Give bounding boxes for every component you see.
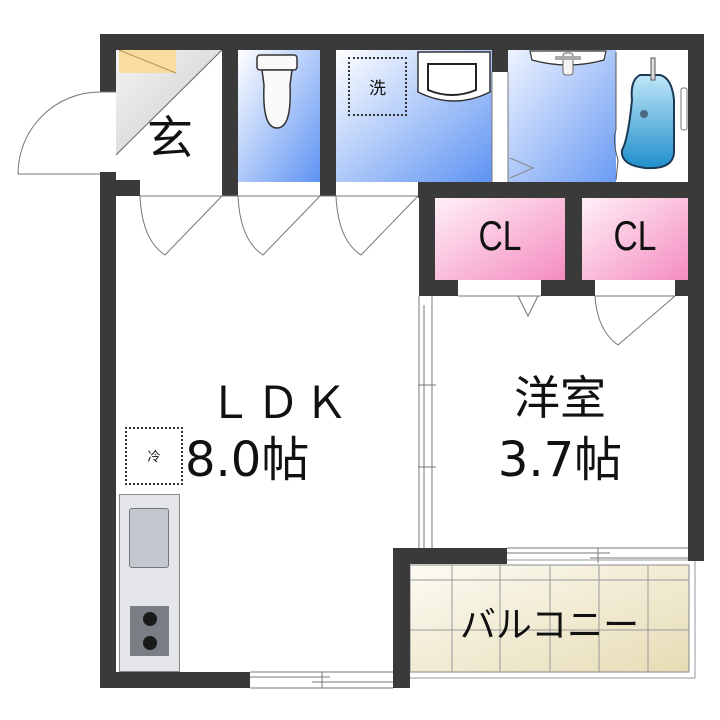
closet-2-label: CL xyxy=(613,212,657,259)
wall-balcony-top xyxy=(393,548,507,564)
genkan-label: 玄 xyxy=(147,111,193,165)
ldk-size: 8.0帖 xyxy=(185,432,310,488)
wall-left-upper xyxy=(100,34,116,92)
wall-closet-bottom-right xyxy=(675,280,688,296)
wall-top xyxy=(100,34,704,50)
wall-balcony-left xyxy=(393,548,410,688)
burner-2 xyxy=(143,636,157,650)
western-room-name: 洋室 xyxy=(514,371,606,425)
washing-machine-label: 洗 xyxy=(369,79,386,99)
closet-1-label: CL xyxy=(478,212,522,259)
wall-right xyxy=(688,34,704,561)
burner-1 xyxy=(143,612,157,626)
wall-toilet-wash xyxy=(320,34,336,196)
wall-bath-bottom xyxy=(418,182,704,198)
ldk-name: ＬＤＫ xyxy=(208,378,352,429)
wall-left-lower xyxy=(100,172,116,688)
fridge-space xyxy=(125,427,183,485)
balcony-label: バルコニー xyxy=(459,605,640,646)
western-room-size: 3.7帖 xyxy=(497,432,623,488)
wall-closet-bottom-mid xyxy=(541,280,595,296)
wall-wash-bath xyxy=(492,34,508,72)
washing-machine-space xyxy=(348,57,407,116)
wall-closet-bottom-left xyxy=(435,280,458,296)
wall-genkan-bottom xyxy=(100,180,140,196)
fridge-label: 冷 xyxy=(147,450,161,465)
wall-closet-divider xyxy=(565,182,582,296)
kitchen-sink xyxy=(129,508,169,568)
wall-closet-left xyxy=(419,182,435,296)
wall-bottom-left xyxy=(100,672,250,688)
wall-genkan-toilet xyxy=(222,34,238,196)
